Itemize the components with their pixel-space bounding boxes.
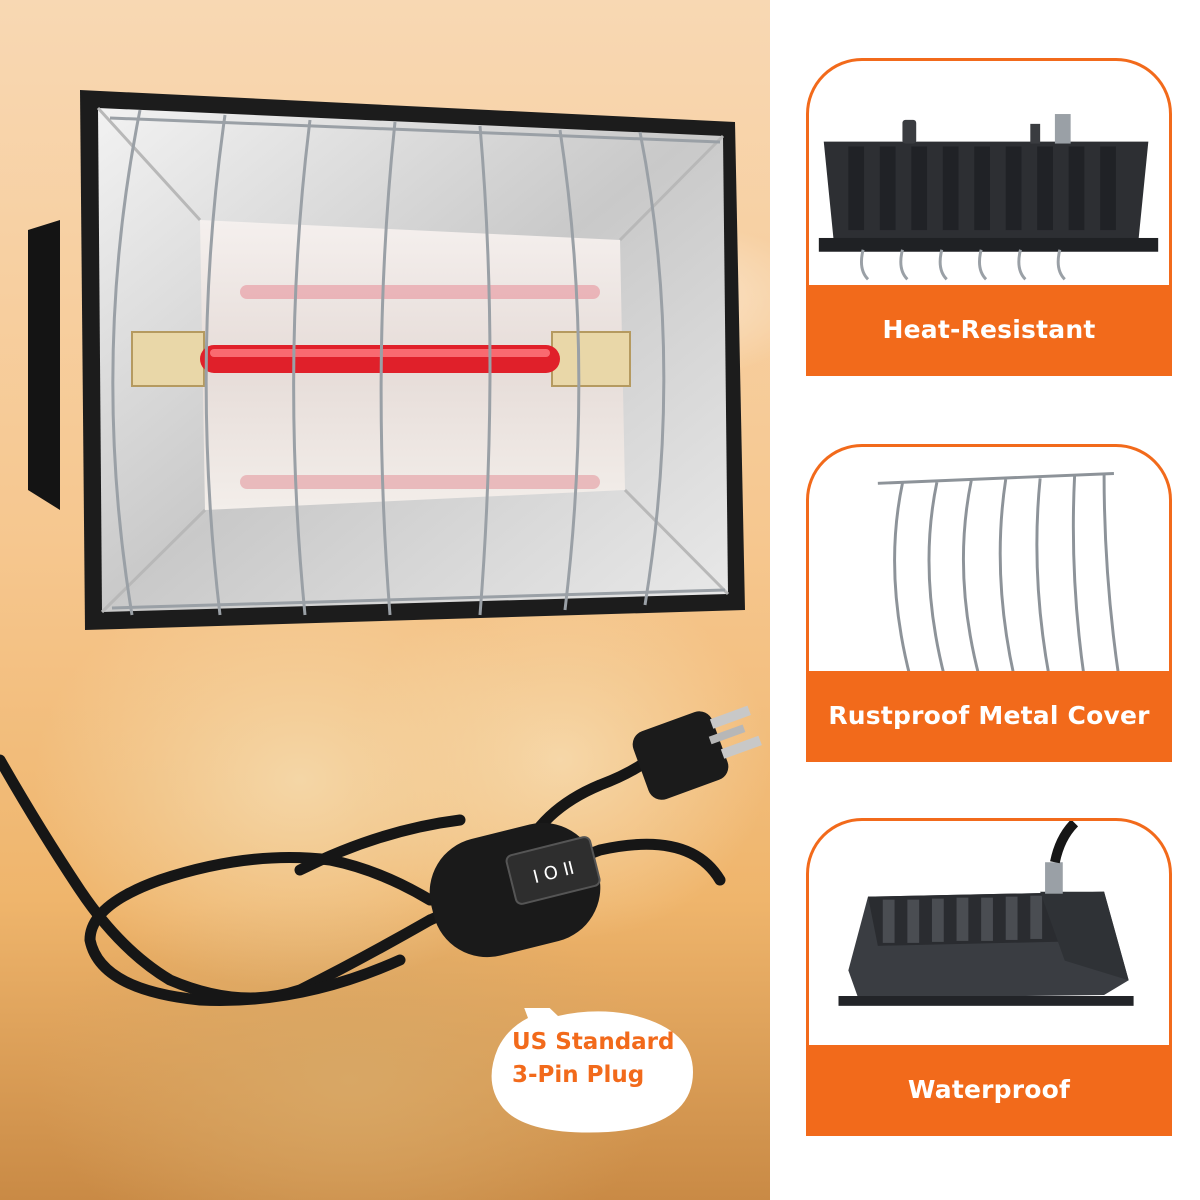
callout-text: US Standard 3-Pin Plug [512, 1026, 682, 1092]
feature-card-heat-resistant: Heat-Resistant [806, 58, 1172, 376]
speech-bubble-icon [491, 1008, 693, 1133]
feature-card-waterproof: Waterproof [806, 818, 1172, 1136]
heat-lamp-main-image [28, 90, 745, 630]
wire-guard-icon [877, 472, 1144, 677]
callout-line-2: 3-Pin Plug [512, 1062, 645, 1088]
feature-label: Rustproof Metal Cover [809, 671, 1169, 759]
lamp-housing-top-icon [818, 114, 1159, 281]
feature-label: Waterproof [809, 1045, 1169, 1133]
lamp-housing-side-icon [838, 821, 1134, 1006]
callout-line-1: US Standard [512, 1029, 675, 1055]
feature-card-rustproof-metal-cover: Rustproof Metal Cover [806, 444, 1172, 762]
feature-label: Heat-Resistant [809, 285, 1169, 373]
power-cord-image: I O II [0, 705, 762, 1006]
plug-callout: US Standard 3-Pin Plug [488, 1008, 698, 1136]
